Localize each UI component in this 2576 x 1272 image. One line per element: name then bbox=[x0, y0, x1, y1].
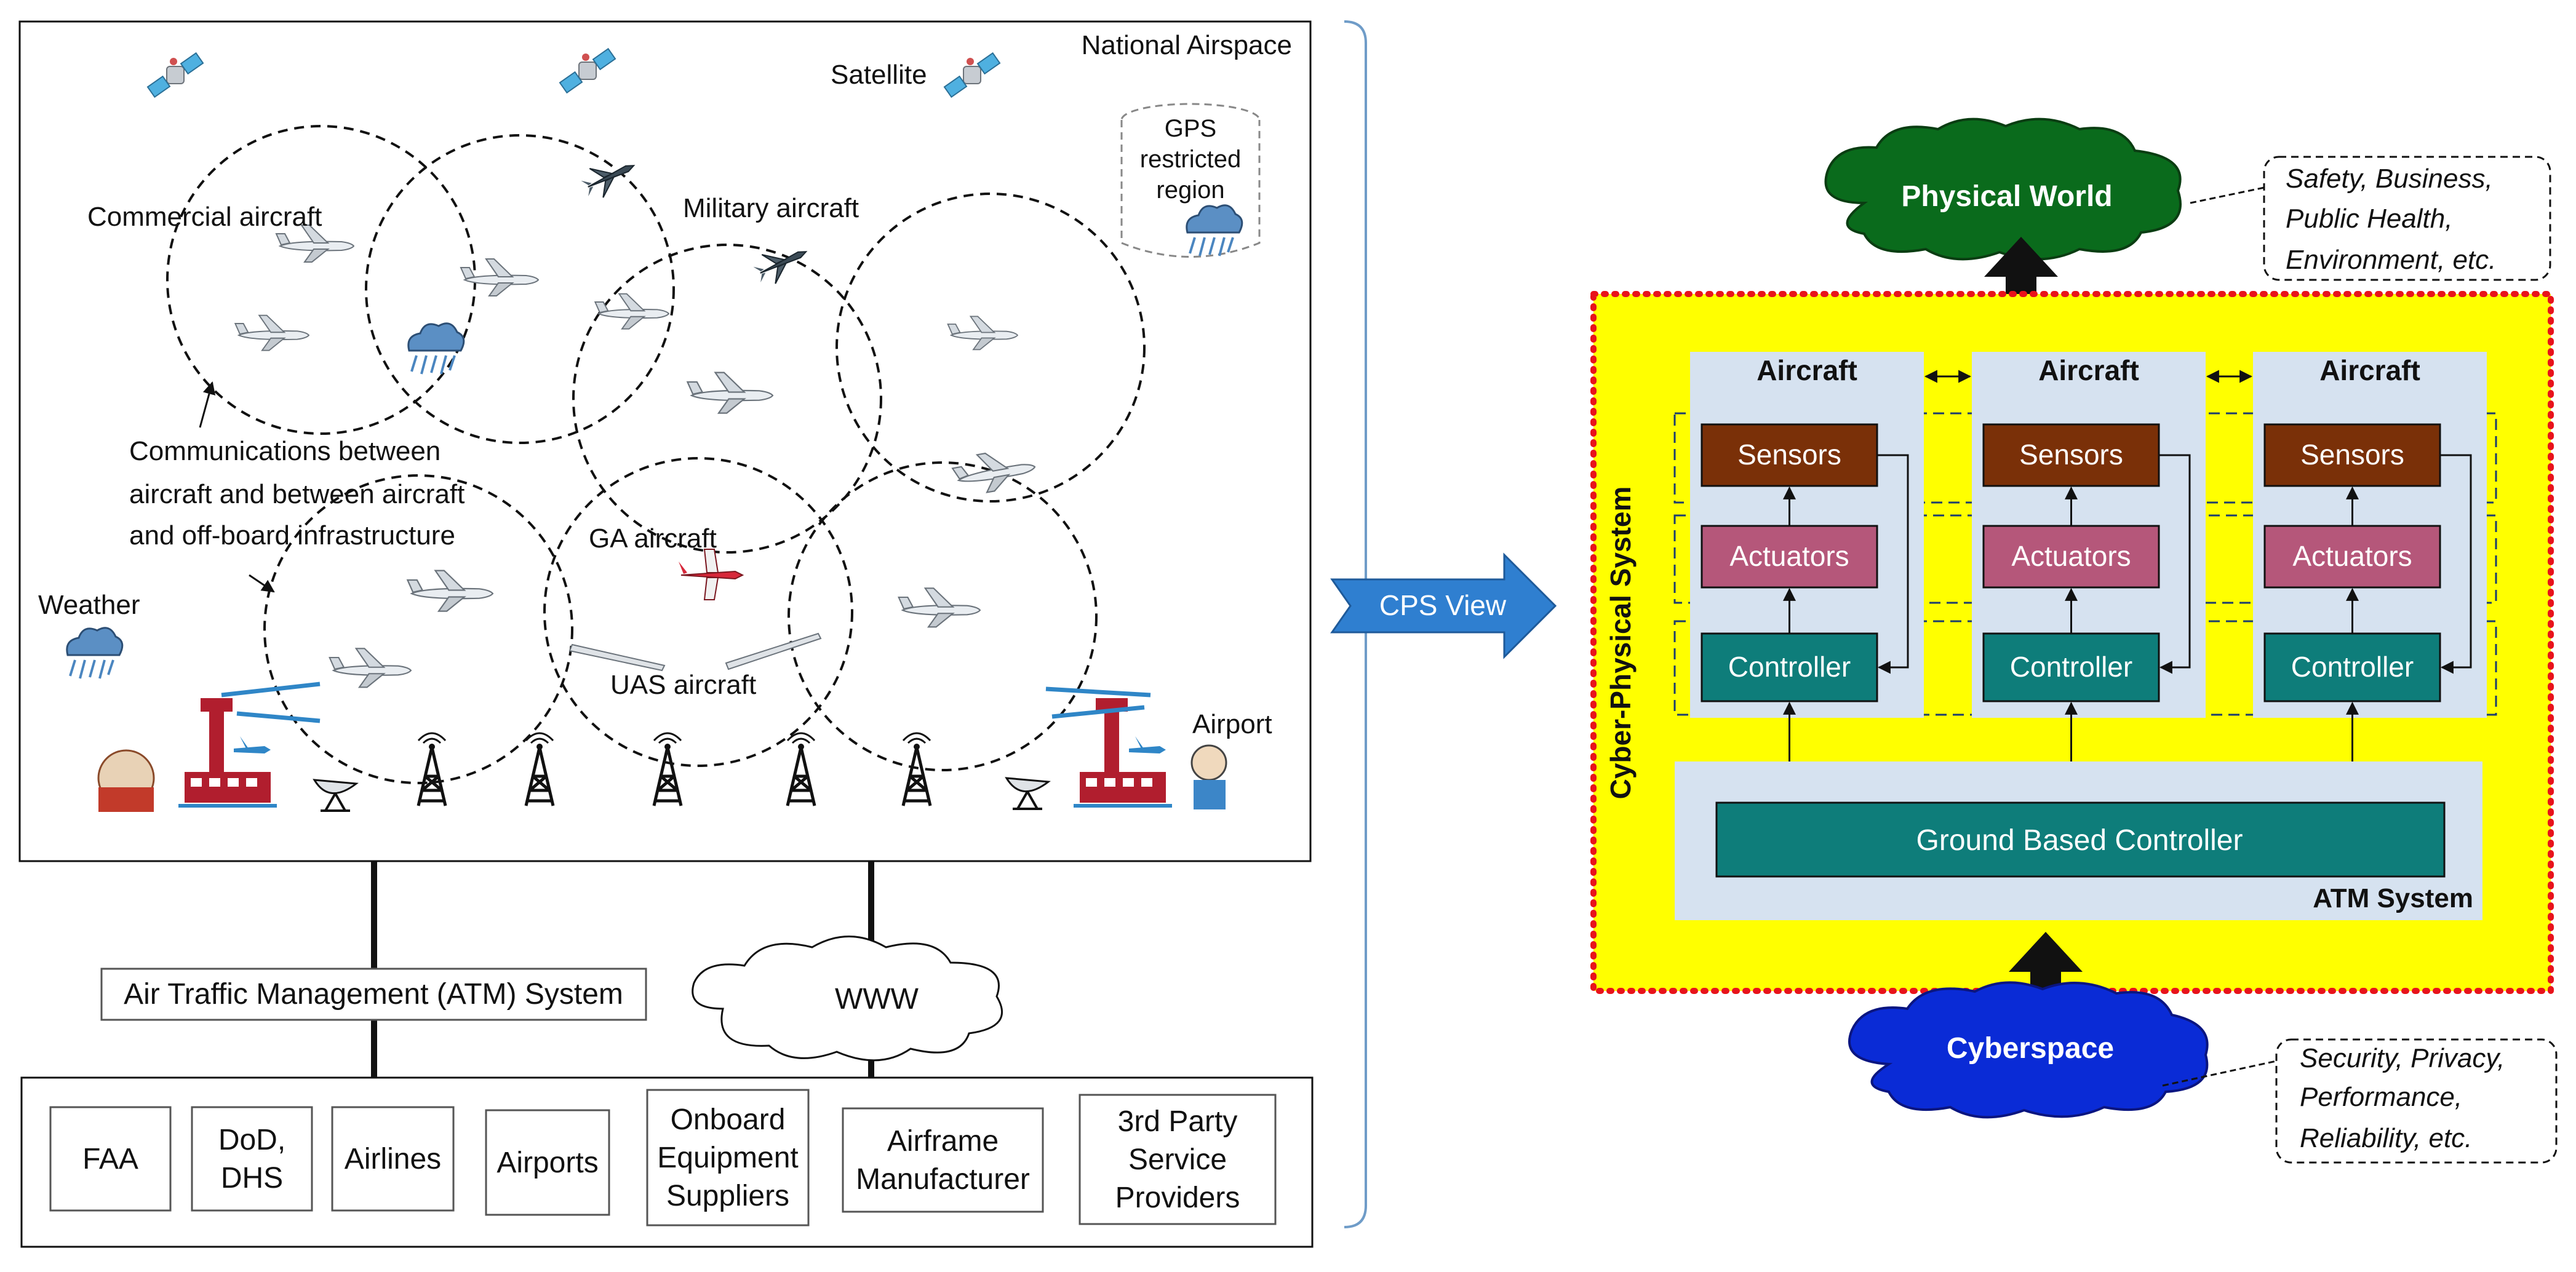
ga-aircraft-label: GA aircraft bbox=[589, 523, 717, 554]
stakeholder-label: FAA bbox=[82, 1143, 138, 1175]
uas-aircraft-icon bbox=[568, 632, 822, 672]
annotation-arrow bbox=[249, 574, 275, 593]
stakeholder-box: DoD, DHS bbox=[191, 1106, 313, 1212]
actuators-label: Actuators bbox=[2011, 540, 2131, 572]
cyberspace-cloud bbox=[1848, 981, 2209, 1119]
sensors-label: Sensors bbox=[1737, 439, 1841, 471]
aircraft-panel-title: Aircraft bbox=[1757, 354, 1857, 386]
atm-system-box bbox=[100, 968, 647, 1021]
weather-label: Weather bbox=[38, 590, 140, 620]
www-label: WWW bbox=[835, 983, 919, 1016]
cyberspace-label: Cyberspace bbox=[1947, 1032, 2114, 1065]
stakeholder-label: Manufacturer bbox=[856, 1163, 1030, 1196]
stakeholder-label: 3rd Party bbox=[1118, 1105, 1238, 1138]
actuators-label: Actuators bbox=[2292, 540, 2412, 572]
airport-label: Airport bbox=[1192, 709, 1272, 739]
actuators-label: Actuators bbox=[1729, 540, 1849, 572]
right-airport bbox=[1045, 686, 1227, 809]
feedback-arrow bbox=[2159, 454, 2191, 674]
stakeholder-box: FAA bbox=[49, 1106, 172, 1212]
stakeholder-label: Providers bbox=[1115, 1182, 1240, 1214]
military-aircraft-label: Military aircraft bbox=[683, 193, 859, 223]
physical-note-box bbox=[2263, 156, 2551, 281]
annotation-arrow bbox=[199, 381, 216, 428]
cyber-note-box bbox=[2275, 1038, 2558, 1164]
cps-view-label: CPS View bbox=[1379, 589, 1507, 621]
gps-label-line: GPS bbox=[1165, 115, 1216, 142]
ground-controller-box bbox=[1715, 801, 2446, 878]
left-airport bbox=[97, 682, 321, 812]
controller-label: Controller bbox=[1728, 651, 1851, 683]
cyber-note-line: Reliability, etc. bbox=[2300, 1123, 2472, 1153]
controller-label: Controller bbox=[2291, 651, 2414, 683]
coverage-circles bbox=[166, 125, 1146, 784]
actuators-box bbox=[1982, 525, 2160, 589]
actuators-box bbox=[1701, 525, 1878, 589]
sensors-label: Sensors bbox=[2300, 439, 2404, 471]
national-airspace-title: National Airspace bbox=[1082, 30, 1292, 60]
stakeholder-label: Suppliers bbox=[666, 1180, 789, 1212]
controller-box bbox=[1982, 632, 2160, 702]
layer-group-outline bbox=[1673, 412, 2497, 504]
ga-aircraft-icon bbox=[679, 549, 744, 600]
atm-system-label: Air Traffic Management (ATM) System bbox=[124, 978, 623, 1011]
controller-label: Controller bbox=[2010, 651, 2132, 683]
stakeholder-label: Airports bbox=[496, 1147, 598, 1179]
ground-controller-label: Ground Based Controller bbox=[1916, 824, 2243, 857]
physical-note-line: Public Health, bbox=[2286, 204, 2452, 234]
feedback-arrow bbox=[2440, 454, 2472, 674]
sensors-box bbox=[2263, 423, 2441, 487]
controller-box bbox=[2263, 632, 2441, 702]
communications-label-line: aircraft and between aircraft bbox=[129, 479, 465, 509]
actuators-box bbox=[2263, 525, 2441, 589]
gps-restricted-region: GPS restricted region bbox=[1120, 103, 1261, 258]
stakeholder-label: Service bbox=[1128, 1143, 1227, 1176]
stakeholder-label: Airlines bbox=[345, 1143, 441, 1175]
atm-system-panel-label: ATM System bbox=[2313, 883, 2473, 913]
commercial-aircraft-label: Commercial aircraft bbox=[87, 202, 322, 232]
aircraft-panel-title: Aircraft bbox=[2038, 354, 2139, 386]
cyber-note-line: Security, Privacy, bbox=[2300, 1043, 2505, 1073]
feedback-arrow bbox=[1877, 454, 1909, 674]
stakeholder-box: Airlines bbox=[331, 1106, 455, 1212]
physical-world-label: Physical World bbox=[1901, 180, 2112, 213]
stakeholder-label: Equipment bbox=[657, 1142, 798, 1174]
communications-label-line: Communications between bbox=[129, 436, 441, 466]
controller-box bbox=[1701, 632, 1878, 702]
cyber-note-line: Performance, bbox=[2300, 1082, 2462, 1112]
gps-label-line: restricted bbox=[1140, 146, 1242, 173]
note-connector bbox=[2190, 186, 2265, 204]
communications-label-line: and off-board infrastructure bbox=[129, 520, 455, 551]
physical-note-line: Environment, etc. bbox=[2286, 245, 2496, 275]
stakeholder-label: Onboard bbox=[671, 1103, 786, 1136]
physical-world-cloud bbox=[1824, 117, 2182, 261]
layer-group-outline bbox=[1673, 620, 2497, 716]
sensors-box bbox=[1701, 423, 1878, 487]
stakeholder-label: DoD, bbox=[218, 1124, 285, 1156]
sensors-box bbox=[1982, 423, 2160, 487]
stakeholder-boxes: FAA DoD, DHS Airlines Airports OnboardEquipme… bbox=[49, 1089, 1277, 1226]
cps-label: Cyber-Physical System bbox=[1605, 487, 1637, 800]
operator-icon bbox=[1190, 744, 1227, 781]
cps-view-arrow bbox=[1330, 552, 1557, 659]
satellite-label: Satellite bbox=[831, 60, 927, 90]
national-airspace-frame bbox=[18, 20, 1312, 862]
www-cloud bbox=[692, 936, 1003, 1062]
stakeholder-label: Airframe bbox=[887, 1125, 999, 1158]
aircraft-panel-title: Aircraft bbox=[2319, 354, 2420, 386]
physical-note-line: Safety, Business, bbox=[2286, 164, 2493, 194]
uas-aircraft-label: UAS aircraft bbox=[610, 670, 756, 700]
sensors-label: Sensors bbox=[2019, 439, 2123, 471]
aircraft-panels: AircraftSensorsActuatorsControllerAircra… bbox=[1673, 352, 2497, 803]
stakeholder-box: Airports bbox=[485, 1109, 610, 1216]
stakeholder-label: DHS bbox=[221, 1162, 283, 1194]
gps-label-line: region bbox=[1156, 177, 1224, 204]
